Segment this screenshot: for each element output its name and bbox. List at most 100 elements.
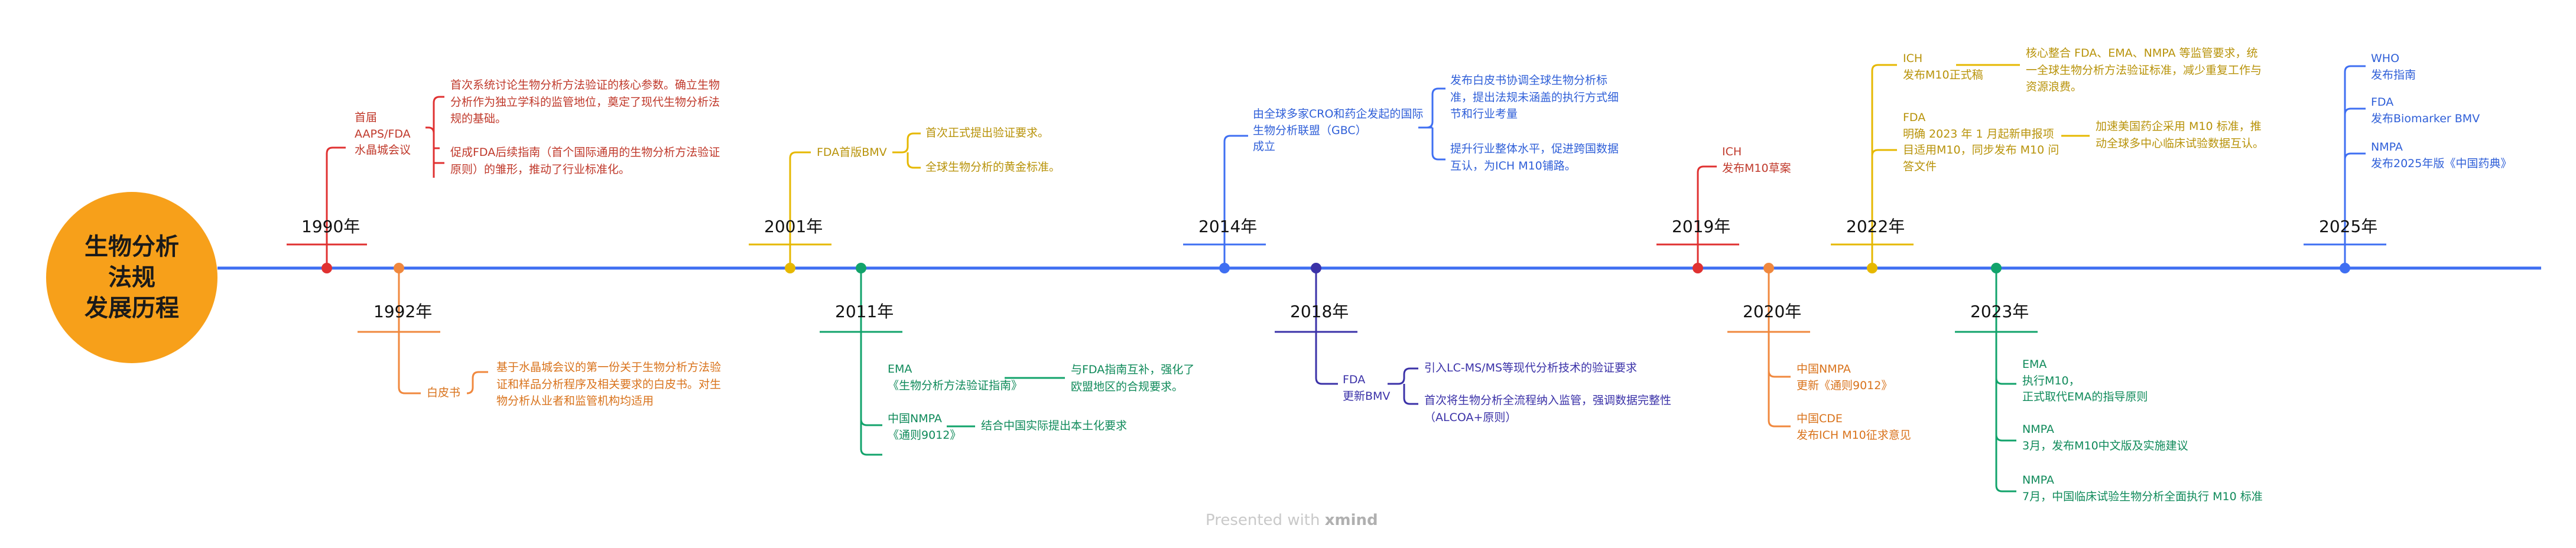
year-label-2001[interactable]: 2001年	[764, 217, 823, 236]
node-2001-detail-1[interactable]: 首次正式提出验证要求。	[925, 126, 1050, 139]
node-2011-nmpa-line-2: 《通则9012》	[888, 428, 961, 442]
node-2023-nmpa-mar[interactable]: NMPA 3月，发布M10中文版及实施建议	[2022, 422, 2188, 454]
year-dot-2018	[1311, 263, 1321, 273]
node-1992-detail-1[interactable]: 基于水晶城会议的第一份关于生物分析方法验证和样品分析程序及相关要求的白皮书。对生…	[496, 361, 722, 407]
year-dot-2014	[1219, 263, 1230, 273]
node-2023-nmpa-jul[interactable]: NMPA 7月，中国临床试验生物分析全面执行 M10 标准	[2022, 472, 2263, 505]
year-label-2025[interactable]: 2025年	[2319, 217, 2378, 236]
year-label-2018[interactable]: 2018年	[1290, 302, 1349, 321]
node-2011-ema-line-2: 《生物分析方法验证指南》	[888, 379, 1023, 392]
year-dot-2019	[1693, 263, 1703, 273]
node-2025-fda[interactable]: FDA 发布Biomarker BMV	[2371, 94, 2480, 127]
year-dot-2023	[1991, 263, 2002, 273]
node-2011-ema-detail[interactable]: 与FDA指南互补，强化了欧盟地区的合规要求。	[1071, 363, 1195, 393]
year-label-2020[interactable]: 2020年	[1743, 302, 1802, 321]
node-2022-fda-line-1: FDA	[1903, 111, 1926, 124]
node-2020-nmpa-line-2: 更新《通则9012》	[1797, 379, 1893, 392]
node-2020-cde[interactable]: 中国CDE 发布ICH M10征求意见	[1797, 411, 1911, 443]
year-label-1992[interactable]: 1992年	[373, 302, 433, 321]
node-2022-fda-line-2: 明确 2023 年 1 月起新申报项目适用M10，同步发布 M10 问答文件	[1903, 127, 2059, 173]
node-2023-ema-line-3: 正式取代EMA的指导原则	[2022, 390, 2148, 404]
year-dot-2022	[1867, 263, 1877, 273]
year-dot-1992	[394, 263, 404, 273]
node-1990-detail-1[interactable]: 首次系统讨论生物分析方法验证的核心参数。确立生物分析作为独立学科的监管地位，奠定…	[450, 79, 720, 125]
node-2023-ema[interactable]: EMA 执行M10， 正式取代EMA的指导原则	[2022, 357, 2148, 406]
root-line-2: 法规	[108, 264, 155, 291]
node-2023-nmpa-jul-line-2: 7月，中国临床试验生物分析全面执行 M10 标准	[2022, 490, 2263, 503]
year-label-2014[interactable]: 2014年	[1198, 217, 1258, 236]
node-2020-cde-line-1: 中国CDE	[1797, 412, 1843, 425]
node-2019-title[interactable]: ICH 发布M10草案	[1722, 144, 1791, 177]
node-1990-detail-2[interactable]: 促成FDA后续指南（首个国际通用的生物分析方法验证原则）的雏形，推动了行业标准化…	[450, 146, 720, 176]
node-2019-title-line-1: ICH	[1722, 145, 1742, 158]
year-branch-1992	[358, 268, 488, 394]
node-2018-detail-1[interactable]: 引入LC-MS/MS等现代分析技术的验证要求	[1424, 361, 1638, 374]
node-2011-ema-line-1: EMA	[888, 363, 912, 376]
year-dot-2011	[856, 263, 866, 273]
root-line-3: 发展历程	[85, 295, 179, 322]
node-2025-nmpa-line-1: NMPA	[2371, 141, 2403, 154]
node-2018-title-line-2: 更新BMV	[1343, 389, 1391, 403]
node-1992-title[interactable]: 白皮书	[427, 386, 461, 399]
node-2011-nmpa-detail[interactable]: 结合中国实际提出本土化要求	[981, 419, 1128, 432]
year-dot-1990	[321, 263, 332, 273]
footer-brand: xmind	[1324, 511, 1378, 529]
node-2023-nmpa-mar-line-1: NMPA	[2022, 423, 2054, 436]
node-2018-title-line-1: FDA	[1343, 373, 1366, 386]
year-branch-2025	[2304, 65, 2386, 268]
node-2014-detail-1[interactable]: 发布白皮书协调全球生物分析标准，提出法规未涵盖的执行方式细节和行业考量	[1450, 74, 1619, 120]
node-2011-ema[interactable]: EMA 《生物分析方法验证指南》	[888, 361, 1022, 394]
node-2022-ich-line-1: ICH	[1903, 52, 1923, 65]
node-2025-nmpa-line-2: 发布2025年版《中国药典》	[2371, 156, 2512, 170]
node-1990-title-line-2: AAPS/FDA	[355, 127, 411, 141]
node-1990-title-line-1: 首届	[355, 111, 378, 124]
year-dot-2025	[2340, 263, 2350, 273]
year-branch-2011	[820, 268, 1065, 456]
node-2023-ema-line-1: EMA	[2022, 358, 2047, 371]
node-2022-ich-detail[interactable]: 核心整合 FDA、EMA、NMPA 等监管要求，统一全球生物分析方法验证标准，减…	[2026, 47, 2262, 93]
node-2011-nmpa-line-1: 中国NMPA	[888, 412, 942, 425]
node-2019-title-line-2: 发布M10草案	[1722, 161, 1791, 175]
node-2025-who-line-1: WHO	[2371, 52, 2400, 65]
node-2018-detail-2[interactable]: 首次将生物分析全流程纳入监管，强调数据完整性（ALCOA+原则）	[1424, 394, 1672, 424]
node-2025-who-line-2: 发布指南	[2371, 68, 2416, 81]
root-topic[interactable]: 生物分析 法规 发展历程	[46, 192, 217, 363]
year-label-2011[interactable]: 2011年	[835, 302, 894, 321]
footer-watermark: Presented with xmind	[1206, 511, 1378, 529]
node-2011-nmpa[interactable]: 中国NMPA 《通则9012》	[888, 411, 961, 443]
node-2018-title[interactable]: FDA 更新BMV	[1343, 372, 1390, 405]
year-branch-2020	[1727, 268, 1810, 428]
node-2014-title-line-2: 成立	[1253, 140, 1276, 154]
year-branch-2018	[1275, 268, 1418, 405]
year-label-2023[interactable]: 2023年	[1970, 302, 2029, 321]
node-2025-nmpa[interactable]: NMPA 发布2025年版《中国药典》	[2371, 139, 2512, 172]
node-2025-fda-line-2: 发布Biomarker BMV	[2371, 112, 2480, 125]
node-2001-detail-2[interactable]: 全球生物分析的黄金标准。	[925, 161, 1061, 174]
node-2020-nmpa[interactable]: 中国NMPA 更新《通则9012》	[1797, 361, 1892, 394]
root-line-1: 生物分析	[85, 233, 179, 260]
node-2001-title[interactable]: FDA首版BMV	[817, 146, 887, 159]
year-label-2022[interactable]: 2022年	[1846, 217, 1905, 236]
node-2022-fda[interactable]: FDA 明确 2023 年 1 月起新申报项目适用M10，同步发布 M10 问答…	[1903, 110, 2059, 175]
node-2025-fda-line-1: FDA	[2371, 96, 2394, 109]
node-2025-who[interactable]: WHO 发布指南	[2371, 51, 2416, 83]
node-2014-title[interactable]: 由全球多家CRO和药企发起的国际生物分析联盟（GBC） 成立	[1253, 106, 1430, 155]
node-2020-nmpa-line-1: 中国NMPA	[1797, 363, 1851, 376]
node-2023-ema-line-2: 执行M10，	[2022, 374, 2080, 387]
year-dot-2020	[1763, 263, 1774, 273]
node-1990-title-line-3: 水晶城会议	[355, 143, 411, 157]
node-2022-ich-line-2: 发布M10正式稿	[1903, 68, 1983, 81]
node-1990-title[interactable]: 首届 AAPS/FDA 水晶城会议	[355, 110, 411, 159]
node-2022-fda-detail[interactable]: 加速美国药企采用 M10 标准，推动全球多中心临床试验数据互认。	[2096, 120, 2265, 150]
year-label-2019[interactable]: 2019年	[1672, 217, 1731, 236]
node-2020-cde-line-2: 发布ICH M10征求意见	[1797, 428, 1911, 442]
year-branch-2022	[1831, 64, 2090, 268]
node-2023-nmpa-mar-line-2: 3月，发布M10中文版及实施建议	[2022, 439, 2188, 452]
year-dot-2001	[785, 263, 795, 273]
year-label-1990[interactable]: 1990年	[301, 217, 360, 236]
footer-prefix: Presented with	[1206, 511, 1320, 529]
node-2014-title-line-1: 由全球多家CRO和药企发起的国际生物分析联盟（GBC）	[1253, 107, 1424, 137]
node-2014-detail-2[interactable]: 提升行业整体水平，促进跨国数据互认，为ICH M10铺路。	[1450, 142, 1619, 172]
node-2022-ich[interactable]: ICH 发布M10正式稿	[1903, 51, 1983, 83]
